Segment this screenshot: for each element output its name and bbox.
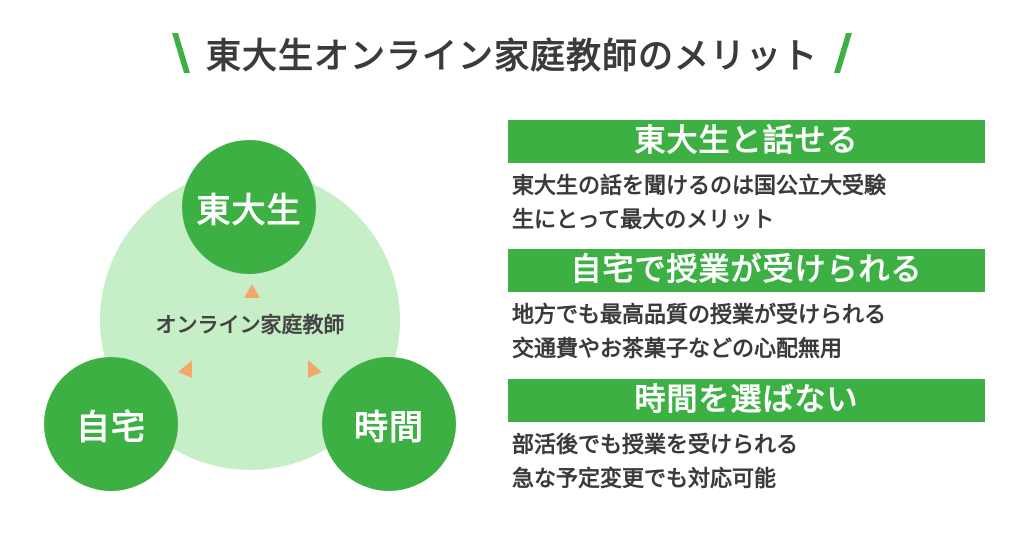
point-line: 交通費やお茶菓子などの心配無用 (512, 337, 843, 362)
point-line: 地方でも最高品質の授業が受けられる (512, 303, 887, 328)
point-line: 急な予定変更でも対応可能 (512, 467, 777, 492)
point-heading: 東大生と話せる (508, 120, 985, 163)
page-title: 東大生オンライン家庭教師のメリット (205, 36, 818, 77)
circle-home: 自宅 (44, 357, 178, 491)
circle-time: 時間 (322, 357, 456, 491)
point-heading: 時間を選ばない (508, 379, 985, 422)
point-line: 生にとって最大のメリット (512, 208, 775, 233)
arrow-right-icon (308, 360, 322, 378)
point-body: 東大生の話を聞けるのは国公立大受験 生にとって最大のメリット (508, 170, 985, 238)
left-accent-slash-icon (171, 33, 190, 73)
arrow-up-icon (244, 284, 260, 298)
point-body: 部活後でも授業を受けられる 急な予定変更でも対応可能 (508, 429, 985, 497)
title-row: 東大生オンライン家庭教師のメリット (0, 26, 1024, 80)
circle-todai-label: 東大生 (196, 190, 302, 231)
point-panel-2: 自宅で授業が受けられる 地方でも最高品質の授業が受けられる 交通費やお茶菓子など… (508, 249, 985, 367)
circle-todai: 東大生 (182, 140, 316, 274)
point-line: 東大生の話を聞けるのは国公立大受験 (512, 174, 887, 199)
circle-home-label: 自宅 (76, 407, 146, 448)
point-panel-1: 東大生と話せる 東大生の話を聞けるのは国公立大受験 生にとって最大のメリット (508, 120, 985, 238)
center-label: オンライン家庭教師 (155, 313, 345, 337)
point-body: 地方でも最高品質の授業が受けられる 交通費やお茶菓子などの心配無用 (508, 299, 985, 367)
point-heading: 自宅で授業が受けられる (508, 249, 985, 292)
circle-time-label: 時間 (354, 407, 424, 448)
point-panel-3: 時間を選ばない 部活後でも授業を受けられる 急な予定変更でも対応可能 (508, 379, 985, 497)
arrow-left-icon (178, 360, 192, 378)
point-line: 部活後でも授業を受けられる (512, 433, 799, 458)
right-accent-slash-icon (834, 33, 852, 73)
